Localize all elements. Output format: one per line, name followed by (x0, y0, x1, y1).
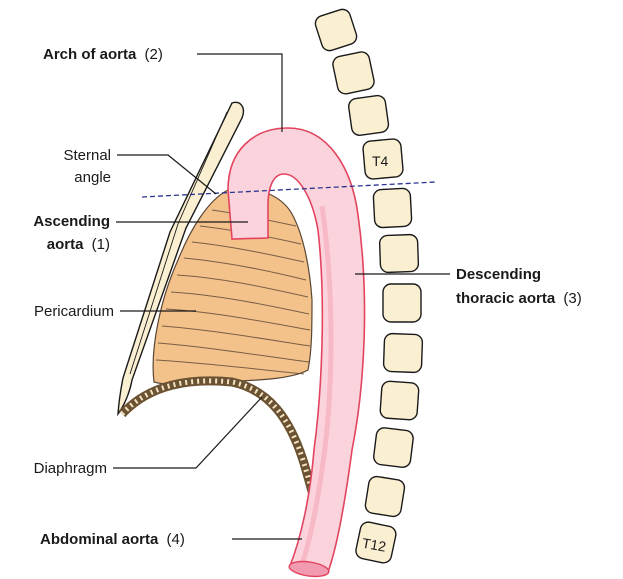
vertebra (364, 475, 405, 517)
vertebra (383, 284, 421, 322)
label-arch-of-aorta: Arch of aorta (2) (43, 46, 163, 63)
label-ascending-line2: aorta (1) (47, 236, 110, 253)
vertebra (380, 381, 419, 420)
vertebra (331, 50, 375, 95)
label-pericardium: Pericardium (34, 303, 114, 320)
vertebra-label-t4: T4 (372, 153, 389, 169)
label-descending-line1: Descending (456, 266, 541, 283)
label-sternal-angle-line1: Sternal (63, 147, 111, 164)
vertebra (348, 95, 390, 137)
vertebra (373, 188, 412, 228)
vertebra (313, 7, 358, 52)
diaphragm (122, 381, 324, 528)
vertebra (373, 427, 414, 468)
label-ascending-line1: Ascending (33, 213, 110, 230)
label-descending-line2: thoracic aorta (3) (456, 290, 582, 307)
vertebra (383, 333, 422, 372)
label-diaphragm: Diaphragm (34, 460, 107, 477)
label-abdominal-aorta: Abdominal aorta (4) (40, 531, 185, 548)
vertebra (379, 234, 418, 272)
label-sternal-angle-line2: angle (74, 169, 111, 186)
